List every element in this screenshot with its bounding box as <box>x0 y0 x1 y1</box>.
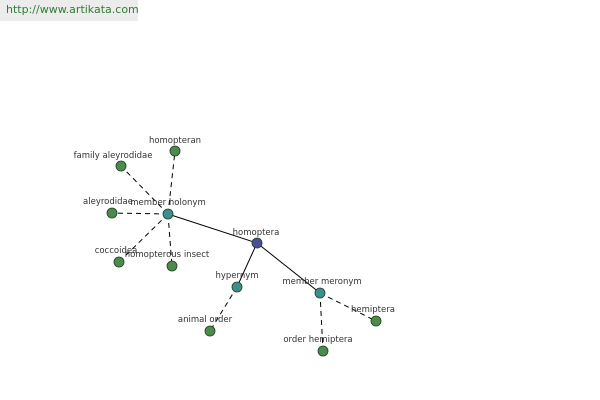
leaf-node-aleyrodidae[interactable] <box>106 207 118 219</box>
node-label-homopteran: homopteran <box>149 136 201 146</box>
node-label-member-meronym: member meronym <box>282 277 361 287</box>
site-url-link[interactable]: http://www.artikata.com <box>6 3 139 16</box>
leaf-node-order-hemiptera[interactable] <box>317 345 329 357</box>
url-bar: http://www.artikata.com <box>0 0 139 21</box>
leaf-node-coccoidea[interactable] <box>113 256 125 268</box>
node-label-aleyrodidae: aleyrodidae <box>83 197 133 207</box>
relation-node-hypernym[interactable] <box>231 281 243 293</box>
relation-node-member-holonym[interactable] <box>162 208 174 220</box>
edge-member-meronym-hemiptera <box>319 292 377 322</box>
graph-edges <box>111 150 377 352</box>
edge-member-holonym-family-aleyrodidae <box>120 165 169 215</box>
leaf-node-family-aleyrodidae[interactable] <box>115 160 127 172</box>
node-label-hypernym: hypernym <box>215 271 258 281</box>
graph-labels: homoptera member holonym hypernym member me… <box>74 136 395 345</box>
node-label-family-aleyrodidae: family aleyrodidae <box>74 151 153 161</box>
edge-root-member-holonym <box>167 213 258 244</box>
node-label-coccoidea: coccoidea <box>95 246 138 256</box>
leaf-node-homopteran[interactable] <box>169 145 181 157</box>
leaf-node-animal-order[interactable] <box>204 325 216 337</box>
node-label-order-hemiptera: order hemiptera <box>283 335 352 345</box>
edge-member-holonym-coccoidea <box>118 213 169 263</box>
edge-root-hypernym <box>236 242 258 288</box>
node-label-homopterous-insect: homopterous insect <box>125 250 210 260</box>
edge-member-holonym-homopteran <box>167 150 176 215</box>
edge-member-holonym-aleyrodidae <box>111 212 169 215</box>
leaf-node-homopterous-insect[interactable] <box>166 260 178 272</box>
relation-node-member-meronym[interactable] <box>314 287 326 299</box>
leaf-node-hemiptera[interactable] <box>370 315 382 327</box>
root-node-homoptera[interactable] <box>251 237 263 249</box>
node-label-hemiptera: hemiptera <box>351 305 395 315</box>
node-label-animal-order: animal order <box>178 315 233 325</box>
edge-member-meronym-order-hemiptera <box>319 292 324 352</box>
node-label-homoptera: homoptera <box>233 228 280 238</box>
node-label-member-holonym: member holonym <box>130 198 205 208</box>
graph-nodes <box>106 145 382 357</box>
edge-root-member-meronym <box>256 242 321 294</box>
